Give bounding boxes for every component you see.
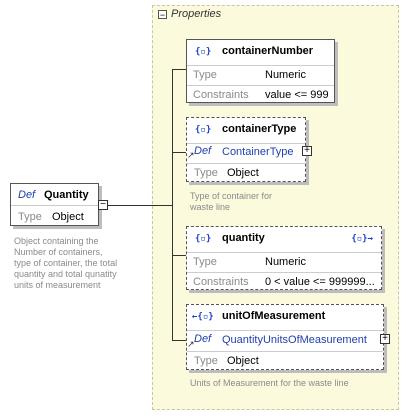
type-label: Type <box>194 355 218 367</box>
element-icon: {▫} <box>195 234 212 244</box>
constraints-value: 0 < value <= 999999... <box>265 276 375 288</box>
connector-unitOfMeasurement <box>172 340 186 341</box>
connector-containerType <box>172 152 186 153</box>
type-value: Object <box>227 355 259 367</box>
element-icon: {▫} <box>195 125 212 135</box>
property-containerType-box[interactable]: {▫} containerType ↗ Def ContainerType Ty… <box>186 117 306 182</box>
property-name: unitOfMeasurement <box>222 310 326 322</box>
row-separator <box>187 163 305 164</box>
root-note: Object containing the Number of containe… <box>14 236 118 290</box>
property-name: containerNumber <box>222 45 314 57</box>
row-separator <box>187 272 381 273</box>
property-containerNumber-box[interactable]: {▫} containerNumber Type Numeric Constra… <box>186 39 335 103</box>
properties-collapse-toggle[interactable]: − <box>158 10 167 20</box>
type-value: Object <box>227 167 259 179</box>
root-type-label: Type <box>18 211 42 223</box>
reference-arrow-icon: ↗ <box>187 150 195 160</box>
connector-containerNumber <box>172 69 186 70</box>
element-icon: ←{▫} <box>192 312 214 322</box>
property-name: quantity <box>222 232 265 244</box>
type-value: Numeric <box>265 256 306 268</box>
property-header: ←{▫} unitOfMeasurement <box>187 305 383 331</box>
property-header: {▫} containerNumber <box>187 40 334 66</box>
sequence-icon: {▫}→ <box>351 234 373 244</box>
property-header: {▫} quantity {▫}→ <box>187 227 381 253</box>
connector-root-to-properties <box>108 205 172 206</box>
def-label: Def <box>194 145 212 157</box>
connector-quantity <box>172 255 186 256</box>
root-def-label: Def <box>18 189 36 201</box>
type-label: Type <box>194 167 218 179</box>
reference-arrow-icon: ↗ <box>187 339 195 349</box>
property-header: {▫} containerType <box>187 118 305 144</box>
root-collapse-toggle[interactable]: − <box>98 200 108 210</box>
root-name: Quantity <box>44 189 89 201</box>
containerType-note: Type of container for waste line <box>190 191 273 212</box>
type-label: Type <box>193 256 217 268</box>
connector-trunk <box>172 69 173 341</box>
property-name: containerType <box>222 123 297 135</box>
constraints-label: Constraints <box>193 89 249 101</box>
containerType-expand-toggle[interactable]: + <box>302 146 312 156</box>
row-separator <box>187 85 334 86</box>
root-separator <box>11 205 98 206</box>
element-icon: {▫} <box>195 47 212 57</box>
unitOfMeasurement-expand-toggle[interactable]: + <box>380 334 390 344</box>
root-quantity-box[interactable]: Def Quantity Type Object <box>10 183 99 226</box>
unitOfMeasurement-note: Units of Measurement for the waste line <box>190 378 349 388</box>
property-unitOfMeasurement-box[interactable]: ←{▫} unitOfMeasurement ↗ Def QuantityUni… <box>186 304 384 370</box>
root-type-value: Object <box>52 211 84 223</box>
type-value: Numeric <box>265 69 306 81</box>
properties-title: Properties <box>171 8 222 20</box>
def-label: Def <box>194 333 212 345</box>
def-value: ContainerType <box>222 146 294 158</box>
constraints-label: Constraints <box>193 276 249 288</box>
row-separator <box>187 351 383 352</box>
def-value: QuantityUnitsOfMeasurement <box>222 334 367 346</box>
constraints-value: value <= 999 <box>265 89 329 101</box>
type-label: Type <box>193 69 217 81</box>
property-quantity-box[interactable]: {▫} quantity {▫}→ Type Numeric Constrain… <box>186 226 382 290</box>
